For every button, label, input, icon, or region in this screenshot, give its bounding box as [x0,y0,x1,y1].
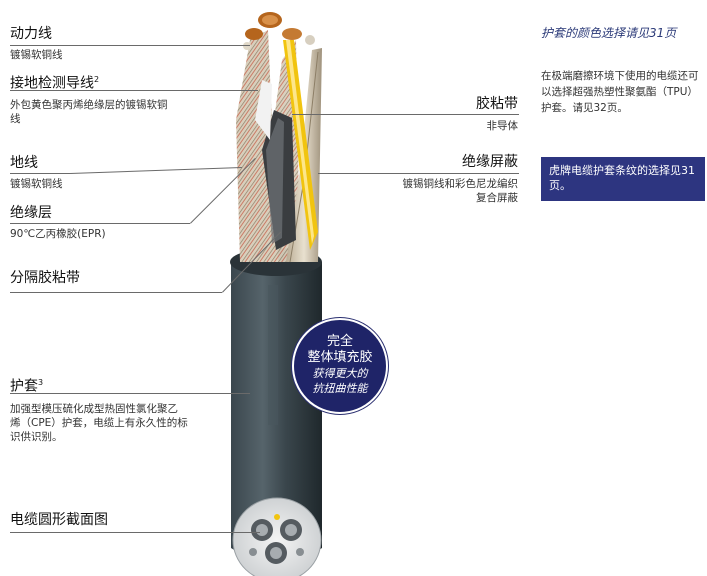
separator-tape-title: 分隔胶粘带 [10,270,80,286]
cross-section-label: 电缆圆形截面图 [10,512,108,529]
cross-section-title: 电缆圆形截面图 [10,512,108,528]
leader-line [10,292,222,293]
adhesive-tape-label: 胶粘带 非导体 [460,96,518,133]
insulation-shield-label: 绝缘屏蔽 镀锡铜线和彩色尼龙编织复合屏蔽 [400,154,519,205]
badge-line3: 获得更大的 [312,367,368,380]
adhesive-tape-title: 胶粘带 [476,96,518,112]
jacket-color-note: 护套的颜色选择请见31页 [541,26,677,40]
badge-line4: 抗扭曲性能 [312,382,368,395]
leader-line [10,532,260,533]
insulation-desc: 90℃乙丙橡胶(EPR) [10,228,106,240]
insulation-title: 绝缘层 [10,205,52,221]
ground-line-label: 地线 镀锡软铜线 [10,155,63,191]
adhesive-tape-desc: 非导体 [486,120,519,132]
ground-check-title: 接地检测导线 [10,75,94,92]
leader-line [10,45,250,46]
badge-line2: 整体填充胶 [307,350,373,365]
jacket-desc: 加强型模压硫化成型热固性氯化聚乙烯（CPE）护套，电缆上有永久性的标识供识别。 [10,402,188,443]
jacket-title: 护套 [10,378,38,395]
jacket-footnote: 3 [38,378,44,387]
power-line-label: 动力线 镀锡软铜线 [10,26,63,62]
power-line-title: 动力线 [10,26,52,42]
tiger-stripe-note: 虎牌电缆护套条纹的选择见31页。 [541,157,705,201]
leader-line [10,173,70,174]
leader-line [10,90,258,91]
insulation-shield-desc: 镀锡铜线和彩色尼龙编织复合屏蔽 [402,178,519,204]
insulation-shield-title: 绝缘屏蔽 [462,154,518,170]
ground-line-desc: 镀锡软铜线 [10,178,63,190]
tpu-note: 在极端磨擦环境下使用的电缆还可以选择超强热塑性聚氨酯（TPU）护套。请见32页。 [541,70,699,114]
ground-check-label: 接地检测导线2 外包黄色聚丙烯绝缘层的镀锡软铜线 [10,71,170,126]
jacket-label: 护套3 加强型模压硫化成型热固性氯化聚乙烯（CPE）护套，电缆上有永久性的标识供… [10,374,188,444]
ground-check-desc: 外包黄色聚丙烯绝缘层的镀锡软铜线 [10,98,168,125]
separator-tape-label: 分隔胶粘带 [10,270,80,287]
leader-line [10,393,250,394]
leader-line [318,173,519,174]
leader-line [10,223,190,224]
leader-line [292,114,519,115]
power-line-desc: 镀锡软铜线 [10,49,63,61]
filler-badge: 完全 整体填充胶 获得更大的 抗扭曲性能 [292,318,388,414]
badge-line1: 完全 [326,334,353,349]
ground-line-title: 地线 [10,155,38,171]
ground-check-footnote: 2 [94,75,100,84]
insulation-label: 绝缘层 90℃乙丙橡胶(EPR) [10,205,106,241]
